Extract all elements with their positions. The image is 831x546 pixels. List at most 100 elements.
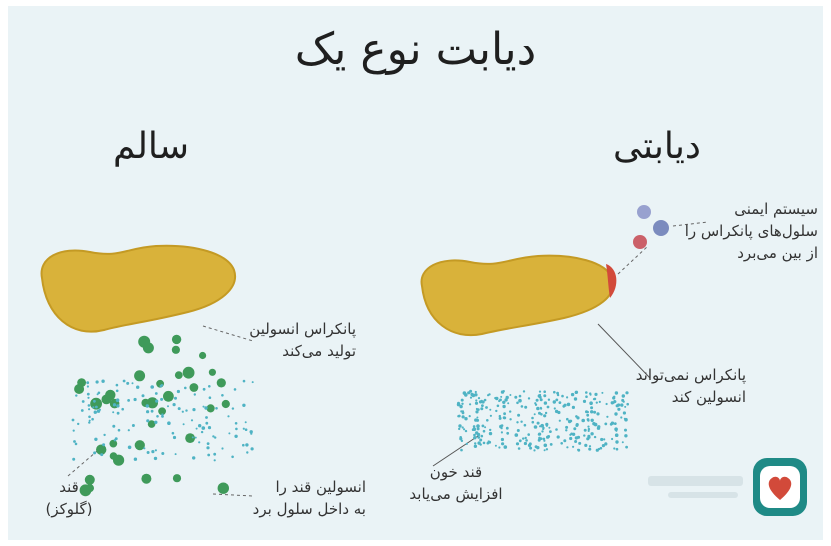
glucose-particle <box>115 437 118 440</box>
blood-glucose-particle <box>624 429 627 432</box>
glucose-particle <box>86 381 89 384</box>
glucose-particle <box>94 411 97 414</box>
blood-glucose-particle <box>538 394 541 397</box>
blood-glucose-particle <box>521 405 524 408</box>
blood-glucose-particle <box>534 425 538 429</box>
glucose-particle <box>82 400 85 403</box>
glucose-particle <box>112 425 115 428</box>
glucose-particle <box>208 385 211 388</box>
blood-glucose-particle <box>548 399 550 401</box>
glucose-particle <box>88 416 91 419</box>
blood-glucose-particle <box>585 391 588 394</box>
glucose-particle <box>192 408 195 411</box>
blood-glucose-particle <box>474 442 476 444</box>
glucose-particle <box>123 380 126 383</box>
blood-glucose-particle <box>525 439 528 442</box>
glucose-particle <box>95 406 98 409</box>
blood-glucose-particle <box>549 430 552 433</box>
glucose-particle <box>75 394 77 396</box>
glucose-particle <box>118 429 121 432</box>
blood-glucose-particle <box>592 422 595 425</box>
immune-cell-icon <box>637 205 651 219</box>
blood-glucose-particle <box>583 434 585 436</box>
glucose-particle <box>154 457 157 460</box>
glucose-particle <box>117 412 120 415</box>
blood-glucose-particle <box>624 418 626 420</box>
blood-glucose-particle <box>515 433 519 437</box>
blood-glucose-particle <box>467 391 470 394</box>
glucose-particle <box>91 418 94 421</box>
glucose-particle <box>116 390 119 393</box>
glucose-particle <box>134 458 137 461</box>
insulin-particle <box>105 390 115 400</box>
blood-glucose-particle <box>476 424 480 428</box>
immune-system-label: سیستم ایمنی سلول‌های پانکراس را از بین م… <box>680 198 818 264</box>
blood-glucose-particle <box>540 413 543 416</box>
blood-glucose-particle <box>581 419 585 423</box>
glucose-particle <box>184 387 187 390</box>
blood-glucose-particle <box>575 436 578 439</box>
blood-glucose-particle <box>614 422 617 425</box>
glucose-particle <box>167 405 169 407</box>
blood-glucose-particle <box>488 393 490 395</box>
insulin-particle <box>185 433 195 443</box>
healthy-heading: سالم <box>113 126 189 167</box>
insulin-particle <box>141 474 151 484</box>
blood-glucose-particle <box>457 415 459 417</box>
blood-glucose-particle <box>509 394 511 396</box>
glucose-particle <box>243 380 246 383</box>
glucose-particle <box>235 422 238 425</box>
blood-glucose-particle <box>477 433 480 436</box>
glucose-particle <box>175 453 177 455</box>
blood-glucose-particle <box>572 406 575 409</box>
insulin-particle <box>209 369 216 376</box>
glucose-particle <box>221 394 224 397</box>
blood-glucose-particle <box>524 406 527 409</box>
glucose-particle <box>128 446 132 450</box>
glucose-particle <box>207 442 210 445</box>
blood-glucose-particle <box>507 402 509 404</box>
blood-glucose-particle <box>477 436 480 439</box>
blood-glucose-particle <box>589 401 593 405</box>
glucose-particle <box>212 435 214 437</box>
glucose-particle <box>87 393 90 396</box>
blood-glucose-particle <box>489 432 492 435</box>
blood-glucose-particle <box>555 399 558 402</box>
glucose-particle <box>215 407 218 410</box>
blood-glucose-particle <box>500 396 502 398</box>
blood-glucose-particle <box>532 421 535 424</box>
blood-glucose-particle <box>459 405 462 408</box>
blood-glucose-particle <box>458 424 461 427</box>
blood-glucose-particle <box>570 433 573 436</box>
glucose-particle <box>116 384 119 387</box>
insulin-particle <box>183 367 195 379</box>
blood-glucose-particle <box>538 437 541 440</box>
blood-glucose-particle <box>574 397 577 400</box>
blood-glucose-particle <box>594 436 596 438</box>
blood-glucose-particle <box>479 439 482 442</box>
blood-glucose-particle <box>461 440 463 442</box>
blood-glucose-particle <box>543 390 546 393</box>
blood-glucose-particle <box>594 398 597 401</box>
blood-glucose-particle <box>544 401 547 404</box>
glucose-particle <box>203 406 205 408</box>
glucose-particle <box>151 410 154 413</box>
glucose-particle <box>136 386 139 389</box>
insulin-particle <box>172 346 180 354</box>
blood-glucose-particle <box>536 399 539 402</box>
glucose-particle <box>174 397 177 400</box>
glucose-particle <box>250 433 252 435</box>
glucose-particle <box>173 403 176 406</box>
blood-glucose-particle <box>528 397 530 399</box>
blood-glucose-particle <box>568 420 571 423</box>
blood-glucose-particle <box>596 449 599 452</box>
blood-sugar-label: قند خون افزایش می‌یابد <box>396 461 516 505</box>
glucose-particle <box>232 407 234 409</box>
glucose-particle <box>142 394 145 397</box>
heart-logo-icon <box>753 458 807 516</box>
blood-glucose-particle <box>578 442 581 445</box>
blood-glucose-particle <box>616 448 619 451</box>
blood-glucose-particle <box>504 445 508 449</box>
glucose-particle <box>242 444 245 447</box>
blood-glucose-particle <box>499 399 502 402</box>
